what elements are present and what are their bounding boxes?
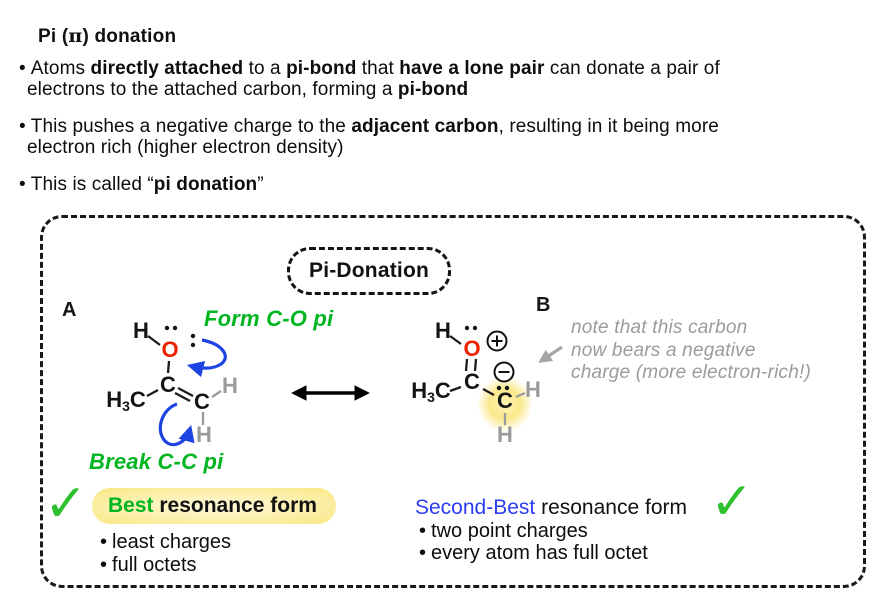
label-structure-b: B — [536, 294, 551, 316]
bullet-text: This pushes a negative charge to the adj… — [30, 116, 719, 137]
bullet-dot: • — [19, 58, 26, 79]
bullet-text: Atoms directly attached to a pi-bond tha… — [30, 58, 720, 79]
second-best-headline: Second-Best resonance form — [415, 496, 687, 519]
atom-methyl-b: H3C — [411, 378, 451, 405]
atom-h-hydroxyl-a: H — [133, 318, 149, 343]
intro-bullet-2: •This pushes a negative charge to the ad… — [19, 116, 719, 158]
atom-o-a: O — [161, 337, 179, 362]
pi-donation-badge: Pi-Donation — [287, 247, 451, 295]
page-title: Pi (π) donation — [38, 25, 177, 47]
intro-bullet-1: •Atoms directly attached to a pi-bond th… — [19, 58, 720, 100]
bullet-text: This is called “pi donation” — [30, 174, 264, 195]
atom-h-bottom-b: H — [497, 422, 513, 447]
label-structure-a: A — [62, 299, 77, 321]
bullet-dot: • — [19, 174, 26, 195]
atom-c1-b: C — [464, 369, 480, 394]
atom-o-b: O — [463, 336, 481, 361]
left-point-2: •full octets — [100, 554, 197, 576]
annotation-break-cc-pi: Break C-C pi — [89, 449, 224, 474]
intro-bullet-3: •This is called “pi donation” — [19, 174, 264, 196]
bullet-text: electrons to the attached carbon, formin… — [27, 78, 469, 100]
atom-h-bottom-a: H — [196, 422, 212, 447]
atom-c1-a: C — [160, 372, 176, 397]
best-resonance-pill: Best resonance form — [92, 488, 336, 524]
left-point-1: •least charges — [100, 531, 231, 553]
diagram-box — [40, 215, 866, 588]
right-point-1: •two point charges — [419, 520, 588, 542]
check-icon-right: ✓ — [710, 472, 754, 532]
bullet-text: electron rich (higher electron density) — [27, 136, 344, 158]
atom-methyl-a: H3C — [106, 387, 146, 414]
atom-h-vinyl-a: H — [222, 373, 238, 398]
bullet-dot: • — [19, 116, 26, 137]
check-icon-left: ✓ — [44, 474, 88, 534]
atom-c2-carbanion-b: C — [497, 388, 513, 413]
atom-h-right-b: H — [525, 377, 541, 402]
note-negative-charge: note that this carbon now bears a negati… — [571, 317, 812, 383]
right-point-2: •every atom has full octet — [419, 542, 648, 564]
atom-h-hydroxyl-b: H — [435, 318, 451, 343]
annotation-form-co-pi: Form C-O pi — [204, 306, 334, 331]
atom-c2-a: C — [194, 389, 210, 414]
